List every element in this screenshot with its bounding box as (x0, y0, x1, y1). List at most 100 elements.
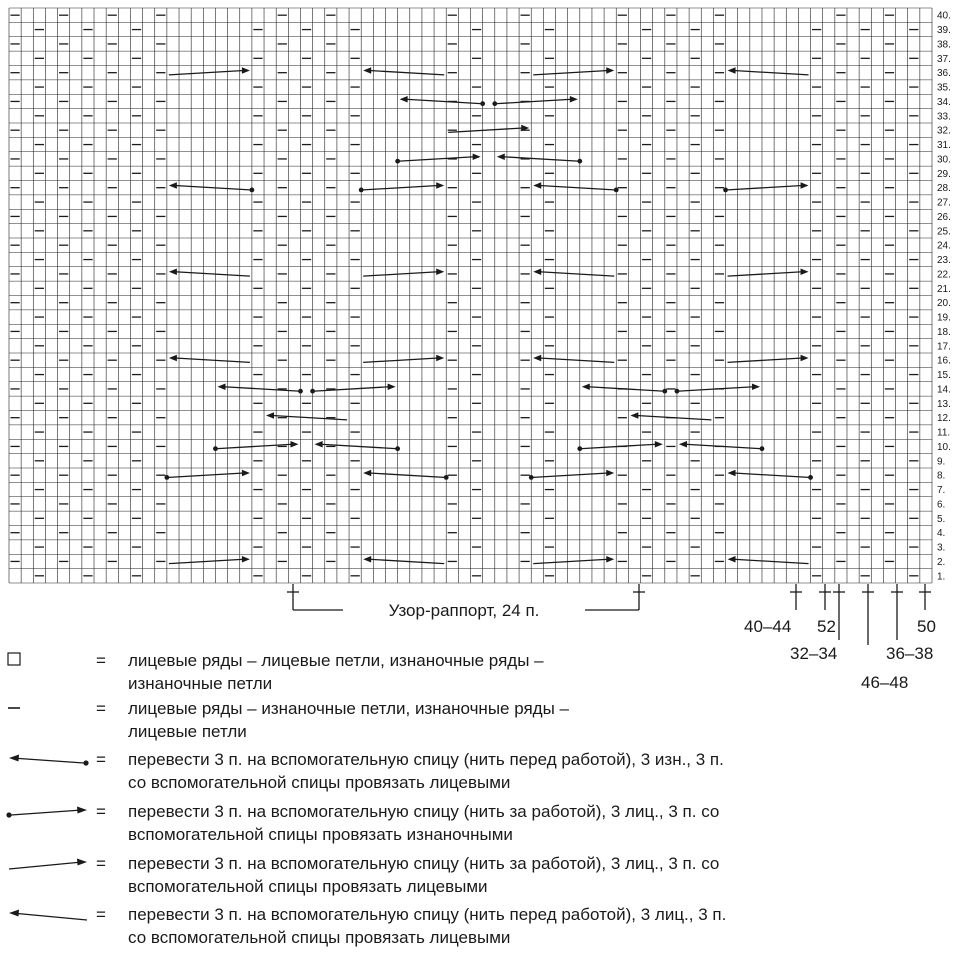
row-number: 6. (937, 499, 945, 510)
row-number: 29. (937, 169, 951, 180)
row-number: 9. (937, 456, 945, 467)
row-number: 38. (937, 39, 951, 50)
row-number: 2. (937, 557, 945, 568)
size-label-36-38: 36–38 (886, 644, 933, 663)
row-number: 20. (937, 298, 951, 309)
row-number: 10. (937, 442, 951, 453)
cable-left-purl (168, 182, 255, 193)
cable-right-knit (168, 67, 250, 76)
row-number: 27. (937, 198, 951, 209)
size-label-52: 52 (817, 617, 836, 636)
legend-eq: = (96, 854, 106, 873)
cable-left-purl (363, 469, 449, 480)
cable-right-purl (492, 96, 578, 107)
row-number: 12. (937, 413, 951, 424)
cable-right-purl (577, 441, 663, 452)
legend-eq: = (96, 699, 106, 718)
row-number: 30. (937, 154, 951, 165)
cable-right-purl-icon (6, 806, 87, 818)
cable-left-knit (727, 67, 809, 76)
row-number: 16. (937, 356, 951, 367)
cable-right-purl (213, 441, 299, 452)
cable-left-knit (168, 354, 250, 364)
legend-text-purl: лицевые ряды – изнаночные петли, изнаноч… (128, 699, 569, 741)
cable-right-purl (674, 383, 760, 394)
cable-marks (164, 67, 813, 565)
row-number: 7. (937, 485, 945, 496)
cable-left-purl (399, 96, 486, 107)
row-number: 3. (937, 543, 945, 554)
legend-text-cable-right-knit: перевести 3 п. на вспомогательную спицу … (128, 854, 720, 896)
purl-marks (10, 14, 919, 577)
row-number: 4. (937, 528, 945, 539)
size-labels-lower: 32–34 36–38 46–48 (790, 644, 933, 692)
legend-text-cable-left-purl: перевести 3 п. на вспомогательную спицу … (128, 750, 724, 792)
row-number: 8. (937, 471, 945, 482)
cable-right-knit (363, 354, 445, 364)
cable-left-purl (533, 182, 619, 193)
repeat-label: Узор-раппорт, 24 п. (389, 601, 540, 620)
row-number: 24. (937, 241, 951, 252)
row-number: 23. (937, 255, 951, 266)
cable-right-purl (310, 383, 396, 394)
legend-eq: = (96, 905, 106, 924)
cable-right-knit (727, 268, 809, 277)
cable-left-knit (363, 556, 445, 565)
cable-right-knit (363, 268, 445, 277)
row-number: 25. (937, 226, 951, 237)
cable-left-knit (363, 67, 445, 76)
cable-left-purl-icon (9, 754, 89, 766)
row-numbers: 1.2.3.4.5.6.7.8.9.10.11.12.13.14.15.16.1… (937, 11, 951, 583)
size-label-50: 50 (917, 617, 936, 636)
row-number: 39. (937, 25, 951, 36)
cable-left-knit (168, 268, 250, 277)
cable-left-knit (533, 268, 615, 277)
legend-text-knit: лицевые ряды – лицевые петли, изнаночные… (128, 651, 544, 693)
row-number: 36. (937, 68, 951, 79)
chart-grid (8, 7, 933, 584)
cable-right-purl (164, 469, 250, 480)
cable-right-purl (723, 182, 809, 193)
cable-right-purl (395, 153, 481, 164)
cable-right-knit (533, 556, 615, 565)
row-number: 40. (937, 11, 951, 22)
knitting-chart: 1.2.3.4.5.6.7.8.9.10.11.12.13.14.15.16.1… (8, 7, 951, 645)
cable-left-purl (217, 383, 303, 394)
row-number: 11. (937, 428, 950, 439)
cable-left-purl (678, 441, 765, 452)
cable-left-knit (266, 412, 348, 421)
cable-left-purl (727, 469, 813, 480)
size-ticks (790, 584, 931, 645)
cable-left-knit (727, 556, 809, 565)
cable-right-knit-icon (8, 858, 87, 870)
row-number: 35. (937, 83, 951, 94)
row-number: 32. (937, 126, 951, 137)
size-label-46-48: 46–48 (861, 673, 908, 692)
legend-text-cable-right-purl: перевести 3 п. на вспомогательную спицу … (128, 802, 720, 844)
cable-left-purl (581, 383, 668, 394)
row-number: 33. (937, 111, 951, 122)
legend-eq: = (96, 802, 106, 821)
cable-left-knit-icon (9, 909, 88, 921)
row-number: 15. (937, 370, 951, 381)
row-number: 37. (937, 54, 951, 65)
cable-left-knit (533, 354, 615, 364)
row-number: 14. (937, 384, 951, 395)
row-number: 21. (937, 284, 951, 295)
row-number: 26. (937, 212, 951, 223)
purl-dash-icon (8, 707, 20, 709)
cable-right-purl (528, 469, 615, 480)
cable-right-knit (448, 124, 530, 134)
size-label-40-44: 40–44 (744, 617, 791, 636)
row-number: 34. (937, 97, 951, 108)
legend-text-cable-left-knit: перевести 3 п. на вспомогательную спицу … (128, 905, 727, 947)
cable-right-knit (727, 354, 809, 364)
row-number: 1. (937, 571, 945, 582)
row-number: 19. (937, 313, 951, 324)
row-number: 13. (937, 399, 951, 410)
cable-right-knit (168, 556, 250, 565)
row-number: 17. (937, 341, 951, 352)
cable-right-purl (358, 182, 445, 193)
row-number: 22. (937, 269, 951, 280)
knit-square-icon (7, 652, 21, 666)
